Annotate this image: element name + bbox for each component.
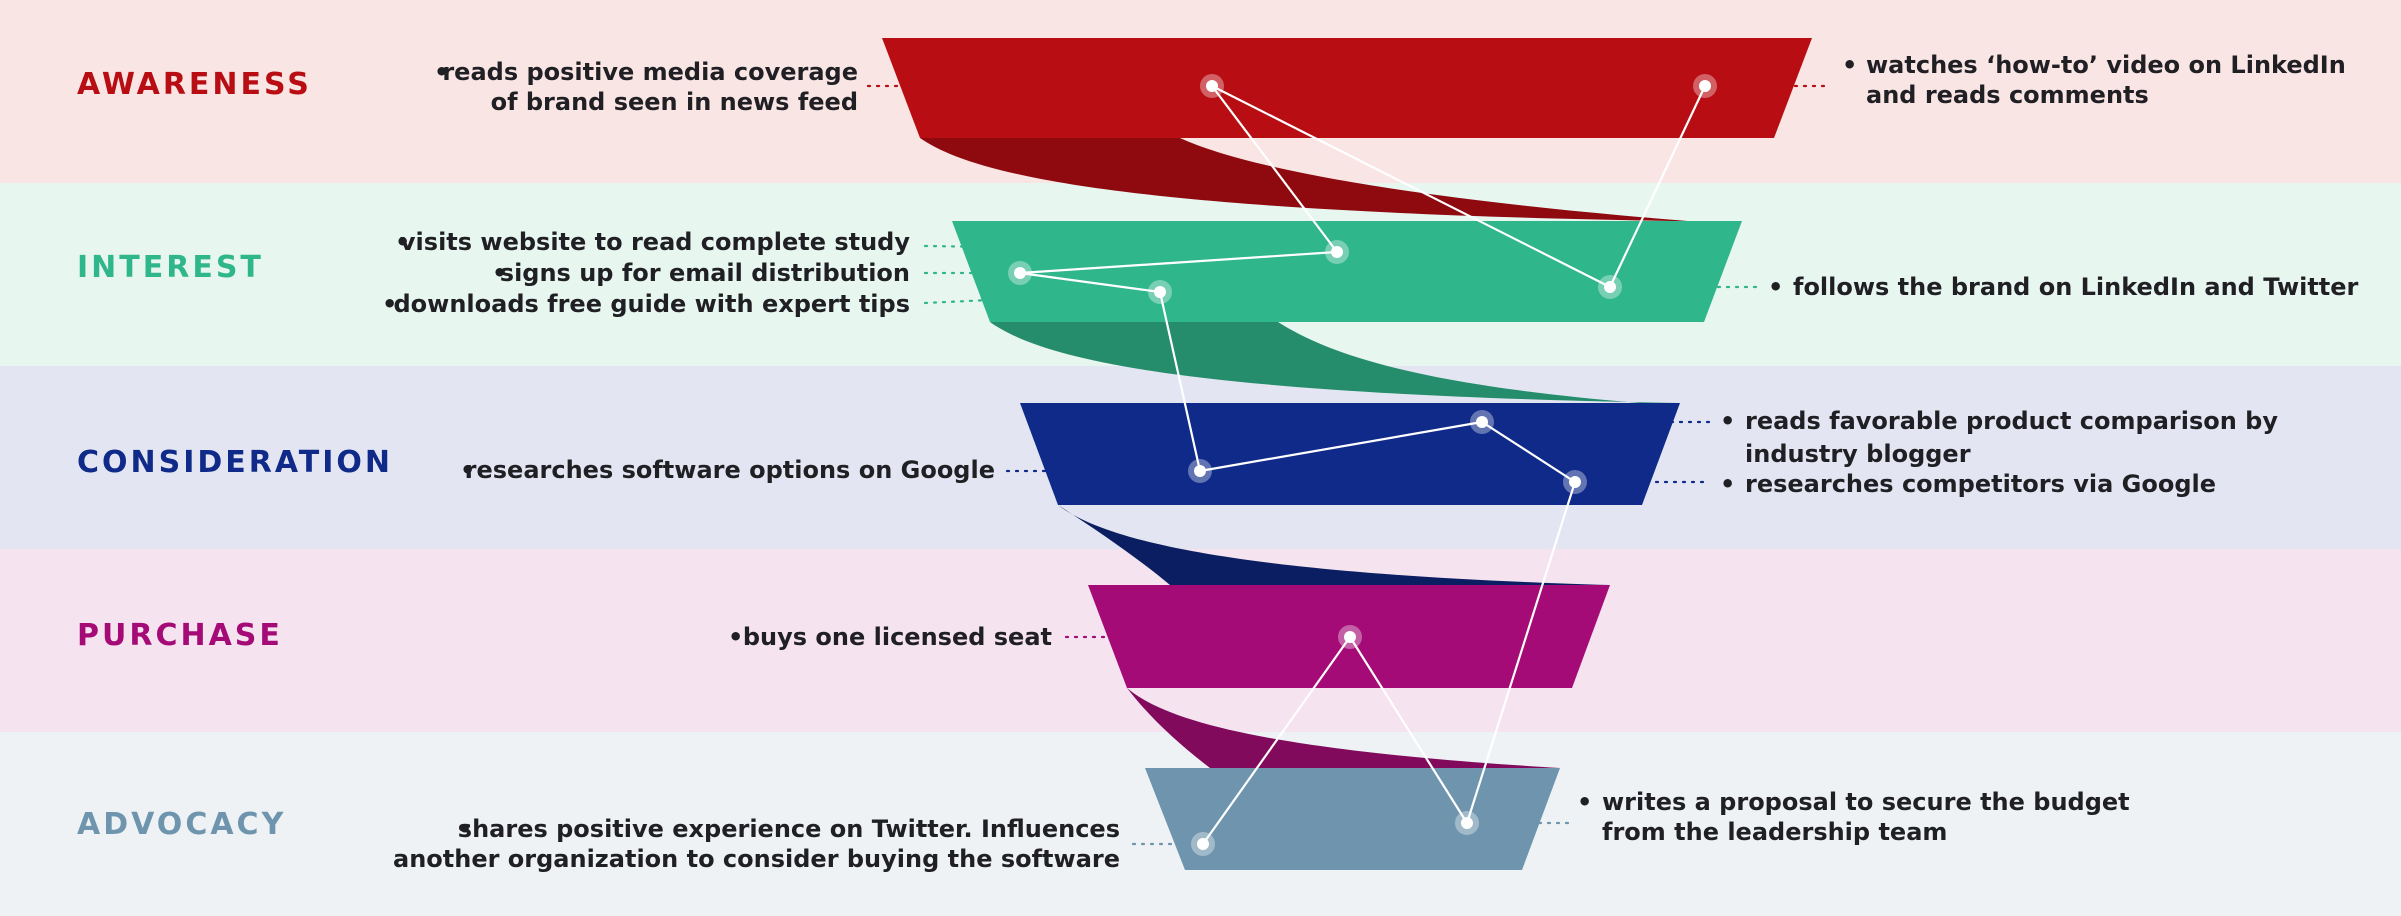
stage-label-awareness: AWARENESS bbox=[77, 67, 312, 102]
journey-link bbox=[1019, 250, 1338, 275]
touchpoint-notes: • reads positive media coverage of brand… bbox=[382, 51, 2359, 873]
note-bullet: • bbox=[728, 623, 743, 651]
journey-path bbox=[1019, 85, 1706, 845]
stage-label-interest: INTEREST bbox=[77, 250, 264, 285]
note-line: of brand seen in news feed bbox=[491, 88, 858, 116]
journey-link bbox=[1019, 271, 1161, 294]
purchase-twist-ribbon bbox=[1127, 688, 1560, 768]
note-awareness-left: • reads positive media coverage of brand… bbox=[434, 58, 858, 116]
note-interest-left-2: • signs up for email distribution bbox=[492, 259, 910, 287]
note-bullet: • bbox=[382, 290, 397, 318]
stage-label-consideration: CONSIDERATION bbox=[77, 445, 393, 480]
note-line: another organization to consider buying … bbox=[393, 845, 1120, 873]
note-line: downloads free guide with expert tips bbox=[393, 290, 910, 318]
leader-lines bbox=[866, 84, 1832, 846]
note-awareness-right: • watches ‘how-to’ video on LinkedIn and… bbox=[1842, 51, 2346, 109]
touchpoint-dot bbox=[1598, 275, 1622, 299]
note-interest-right: • follows the brand on LinkedIn and Twit… bbox=[1768, 273, 2359, 301]
journey-link bbox=[1465, 481, 1577, 824]
note-bullet: • bbox=[1720, 470, 1735, 498]
note-consideration-left: • researches software options on Google bbox=[460, 456, 995, 484]
touchpoint-dot bbox=[1455, 811, 1479, 835]
note-bullet: • bbox=[1842, 51, 1857, 79]
note-line: signs up for email distribution bbox=[500, 259, 910, 287]
note-advocacy-left: • shares positive experience on Twitter.… bbox=[393, 815, 1120, 873]
note-consideration-right-2: • researches competitors via Google bbox=[1720, 470, 2216, 498]
note-line: visits website to read complete study bbox=[400, 228, 910, 256]
journey-link bbox=[1199, 420, 1483, 473]
journey-link bbox=[1481, 421, 1576, 483]
note-interest-left-3: • downloads free guide with expert tips bbox=[382, 290, 910, 318]
note-bullet: • bbox=[1577, 788, 1592, 816]
journey-link bbox=[1202, 636, 1351, 845]
stage-label-purchase: PURCHASE bbox=[77, 618, 283, 653]
touchpoint-dot bbox=[1200, 74, 1224, 98]
note-consideration-right-1: • reads favorable product comparison by … bbox=[1720, 407, 2278, 468]
touchpoint-dot bbox=[1563, 470, 1587, 494]
leader-line bbox=[923, 290, 1162, 305]
awareness-funnel-tier bbox=[882, 38, 1812, 138]
note-line: industry blogger bbox=[1745, 440, 1971, 468]
consideration-twist-ribbon bbox=[1058, 505, 1610, 585]
note-bullet: • bbox=[1720, 407, 1735, 435]
note-line: shares positive experience on Twitter. I… bbox=[458, 815, 1120, 843]
note-line: follows the brand on LinkedIn and Twitte… bbox=[1793, 273, 2359, 301]
note-interest-left-1: • visits website to read complete study bbox=[395, 228, 910, 256]
note-line: from the leadership team bbox=[1602, 818, 1947, 846]
touchpoint-dot bbox=[1191, 832, 1215, 856]
note-line: researches competitors via Google bbox=[1745, 470, 2216, 498]
touchpoint-dot bbox=[1325, 240, 1349, 264]
note-bullet: • bbox=[460, 456, 475, 484]
funnel-twists bbox=[920, 138, 1740, 768]
journey-link bbox=[1349, 636, 1468, 824]
leader-line bbox=[923, 244, 1339, 254]
funnel-tiers bbox=[882, 38, 1812, 870]
note-line: reads favorable product comparison by bbox=[1745, 407, 2278, 435]
journey-link bbox=[1211, 85, 1611, 288]
interest-twist-ribbon bbox=[990, 322, 1680, 403]
touchpoints bbox=[1008, 74, 1717, 856]
touchpoint-dot bbox=[1470, 410, 1494, 434]
note-bullet: • bbox=[434, 58, 449, 86]
stage-labels: AWARENESS INTEREST CONSIDERATION PURCHAS… bbox=[77, 67, 393, 842]
touchpoint-dot bbox=[1148, 280, 1172, 304]
note-line: researches software options on Google bbox=[465, 456, 995, 484]
journey-link bbox=[1609, 85, 1706, 288]
consideration-funnel-tier bbox=[1020, 403, 1680, 505]
note-purchase-left: • buys one licensed seat bbox=[728, 623, 1052, 651]
note-bullet: • bbox=[1768, 273, 1783, 301]
journey-link bbox=[1211, 85, 1338, 253]
note-advocacy-right: • writes a proposal to secure the budget… bbox=[1577, 788, 2130, 846]
note-line: writes a proposal to secure the budget bbox=[1602, 788, 2130, 816]
note-bullet: • bbox=[492, 259, 507, 287]
touchpoint-dot bbox=[1008, 261, 1032, 285]
touchpoint-dot bbox=[1338, 625, 1362, 649]
touchpoint-dot bbox=[1188, 459, 1212, 483]
advocacy-funnel-tier bbox=[1145, 768, 1560, 870]
touchpoint-dot bbox=[1693, 74, 1717, 98]
note-line: watches ‘how-to’ video on LinkedIn bbox=[1866, 51, 2346, 79]
note-line: and reads comments bbox=[1866, 81, 2149, 109]
awareness-twist-ribbon bbox=[920, 138, 1740, 222]
interest-funnel-tier bbox=[952, 221, 1742, 322]
note-line: buys one licensed seat bbox=[743, 623, 1052, 651]
journey-link bbox=[1158, 291, 1202, 472]
note-bullet: • bbox=[395, 228, 410, 256]
note-bullet: • bbox=[457, 815, 472, 843]
note-line: reads positive media coverage bbox=[442, 58, 858, 86]
stage-label-advocacy: ADVOCACY bbox=[77, 807, 286, 842]
